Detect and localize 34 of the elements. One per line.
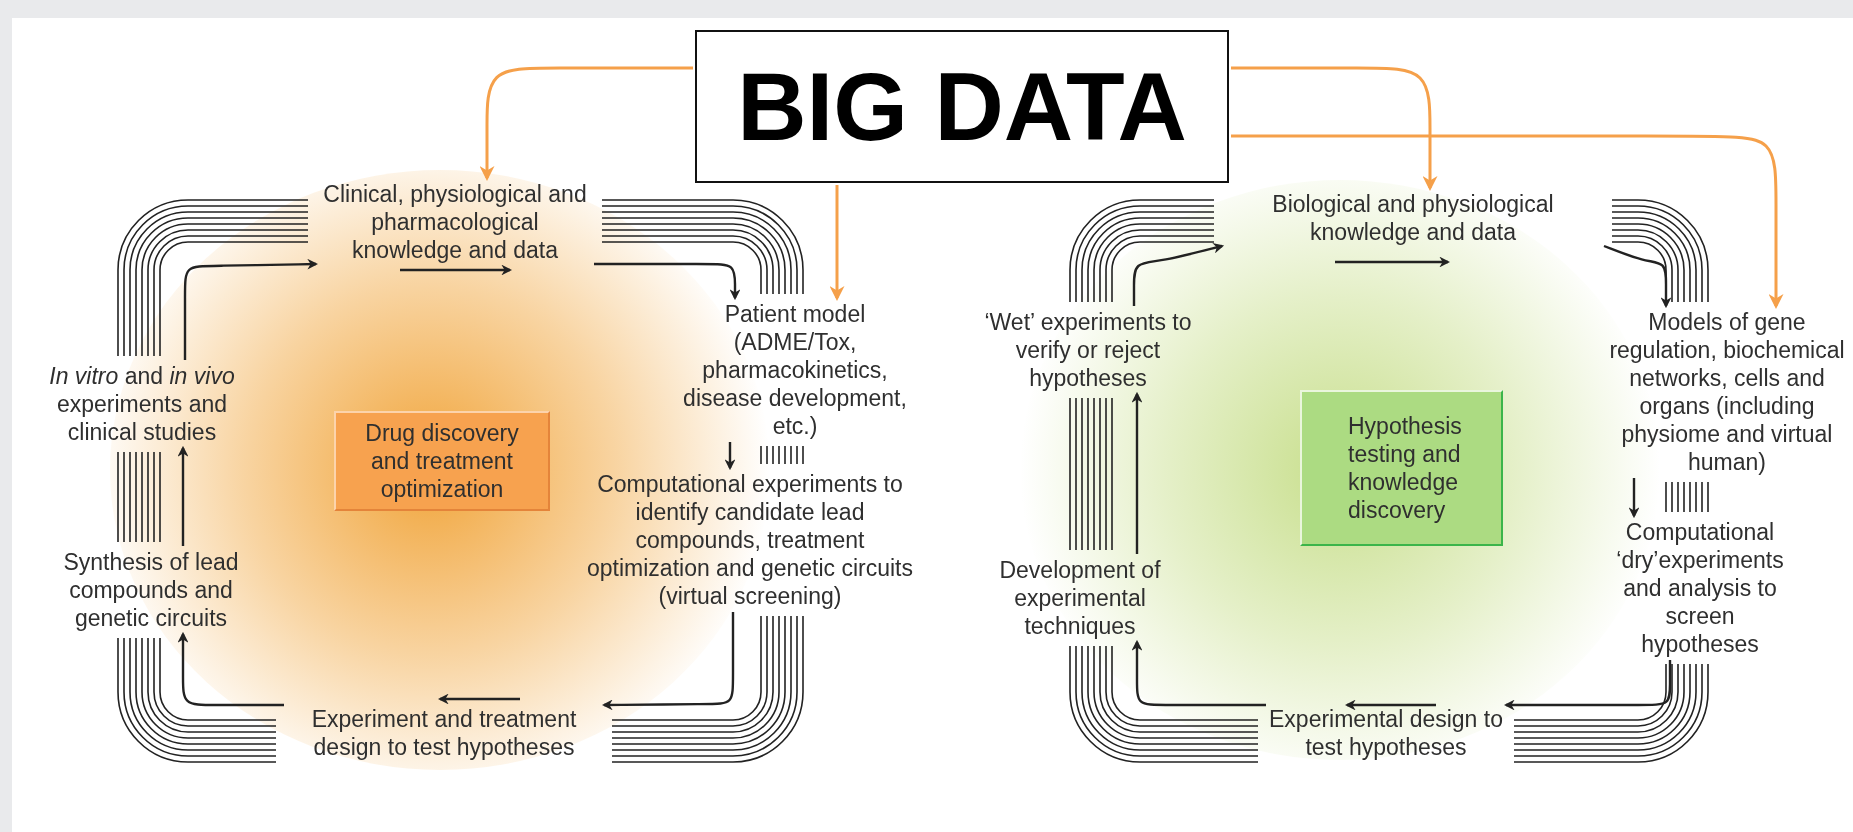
arrow <box>1231 134 1784 309</box>
title-box <box>695 30 1229 183</box>
box-label: Hypothesis testing and knowledge discovery <box>1348 412 1463 524</box>
arrow <box>1628 478 1640 519</box>
arrow <box>177 445 189 546</box>
step-label: Clinical, physiological and pharmacological knowledge and data <box>318 180 592 264</box>
arrow <box>1603 244 1672 309</box>
step-label: Models of gene regulation, biochemical networks, cells and organs (including physiome and virtual human) <box>1604 308 1850 476</box>
step-label: Experiment and treatment design to test hypotheses <box>286 705 602 761</box>
arrow <box>479 66 693 181</box>
step-label: Computational experiments to identify candidate lead compounds, treatment optimization and genetic circuits (virtual screening) <box>572 470 928 610</box>
arrow <box>594 262 741 301</box>
arrow <box>1231 66 1438 191</box>
arrow <box>183 258 319 360</box>
process-box <box>334 411 550 511</box>
arrow <box>177 631 284 707</box>
arrow <box>829 185 845 301</box>
arrow <box>724 442 736 471</box>
step-label: Synthesis of lead compounds and genetic circuits <box>48 548 254 632</box>
arrow <box>1503 660 1672 711</box>
title-text: BIG DATA <box>737 51 1187 162</box>
step-label: Biological and physiological knowledge and data <box>1224 190 1602 246</box>
step-label: Development of experimental techniques <box>980 556 1180 640</box>
step-label: In vitro and in vivo experiments and clinical studies <box>24 362 260 446</box>
step-label: Computational ‘dry’experiments and analysis to screen hypotheses <box>1612 518 1788 658</box>
process-box <box>1300 390 1503 546</box>
arrow <box>601 612 735 711</box>
arrow <box>1131 639 1266 707</box>
arrow <box>1131 391 1143 554</box>
box-label: Drug discovery and treatment optimization <box>364 419 520 503</box>
step-label: Patient model (ADME/Tox, pharmacokinetics, disease development, etc.) <box>676 300 914 440</box>
step-label: ‘Wet’ experiments to verify or reject hypotheses <box>982 308 1194 392</box>
step-label: Experimental design to test hypotheses <box>1268 705 1504 761</box>
arrow <box>1132 242 1225 306</box>
